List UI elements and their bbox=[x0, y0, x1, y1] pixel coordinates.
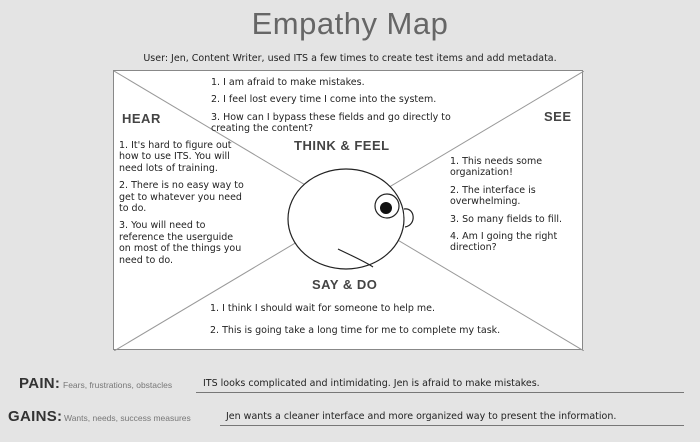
user-description: User: Jen, Content Writer, used ITS a fe… bbox=[0, 53, 700, 64]
say-do-heading: SAY & DO bbox=[312, 277, 377, 292]
hear-item: 1. It's hard to figure out how to use IT… bbox=[119, 140, 246, 174]
hear-item: 3. You will need to reference the usergu… bbox=[119, 220, 246, 266]
think-feel-item: 1. I am afraid to make mistakes. bbox=[211, 77, 491, 88]
see-item: 3. So many fields to fill. bbox=[450, 214, 580, 225]
hear-list: 1. It's hard to figure out how to use IT… bbox=[119, 140, 246, 272]
think-feel-list: 1. I am afraid to make mistakes. 2. I fe… bbox=[211, 77, 491, 141]
pain-label: PAIN: bbox=[19, 375, 60, 392]
gains-label: GAINS: bbox=[8, 408, 62, 425]
see-item: 1. This needs some organization! bbox=[450, 156, 580, 179]
gains-hint: Wants, needs, success measures bbox=[64, 413, 191, 423]
see-item: 4. Am I going the right direction? bbox=[450, 231, 580, 254]
empathy-map-panel: 1. I am afraid to make mistakes. 2. I fe… bbox=[113, 70, 583, 350]
see-list: 1. This needs some organization! 2. The … bbox=[450, 156, 580, 260]
say-do-item: 2. This is going take a long time for me… bbox=[210, 325, 570, 336]
gains-row: GAINS: Wants, needs, success measures Je… bbox=[0, 408, 700, 430]
say-do-item: 1. I think I should wait for someone to … bbox=[210, 303, 570, 314]
pain-hint: Fears, frustrations, obstacles bbox=[63, 380, 172, 390]
think-feel-item: 3. How can I bypass these fields and go … bbox=[211, 112, 491, 135]
gains-underline bbox=[220, 425, 684, 426]
say-do-list: 1. I think I should wait for someone to … bbox=[210, 303, 570, 343]
face-icon bbox=[278, 167, 418, 277]
think-feel-item: 2. I feel lost every time I come into th… bbox=[211, 94, 491, 105]
see-heading: SEE bbox=[544, 109, 572, 124]
hear-heading: HEAR bbox=[122, 111, 161, 126]
see-item: 2. The interface is overwhelming. bbox=[450, 185, 580, 208]
page-title: Empathy Map bbox=[0, 6, 700, 42]
pain-row: PAIN: Fears, frustrations, obstacles ITS… bbox=[0, 375, 700, 397]
pain-value: ITS looks complicated and intimidating. … bbox=[203, 378, 540, 389]
pain-underline bbox=[196, 392, 684, 393]
gains-value: Jen wants a cleaner interface and more o… bbox=[226, 411, 616, 422]
hear-item: 2. There is no easy way to get to whatev… bbox=[119, 180, 246, 214]
think-feel-heading: THINK & FEEL bbox=[294, 138, 390, 153]
